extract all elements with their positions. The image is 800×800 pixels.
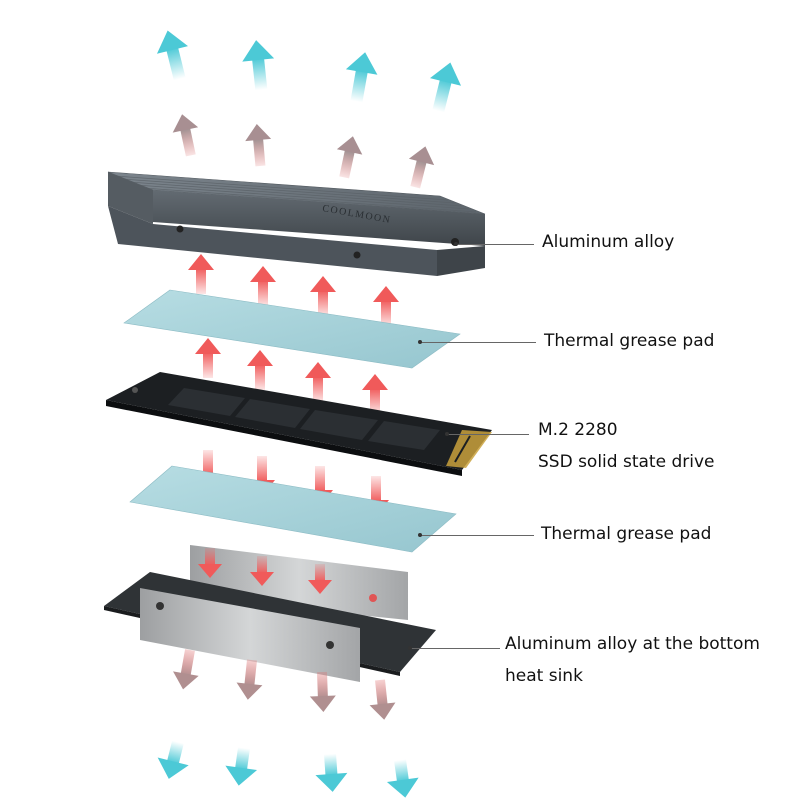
cool-arrow-down-icon [386, 759, 419, 798]
warm-arrows-below [173, 649, 396, 720]
label-thermal-pad-top: Thermal grease pad [544, 331, 715, 351]
cool-arrow-down-icon [157, 740, 189, 779]
cool-arrow-down-icon [225, 747, 258, 786]
hot-arrow-up-icon [310, 276, 336, 316]
leader-thermal-pad-bottom [420, 535, 534, 536]
warm-arrow-down-icon [173, 649, 199, 690]
label-ssd-line1: M.2 2280 [538, 420, 618, 440]
cool-arrow-up-icon [429, 62, 462, 113]
warm-arrow-down-icon [236, 659, 263, 700]
label-bottom-line2: heat sink [505, 666, 583, 686]
warm-arrow-down-icon [309, 671, 336, 712]
hot-arrow-up-icon [373, 286, 399, 326]
bottom-cool-arrows [157, 740, 419, 798]
hot-arrow-down-icon [198, 548, 222, 578]
label-bottom-line1: Aluminum alloy at the bottom [505, 634, 760, 654]
hot-arrow-up-icon [250, 266, 276, 306]
thermal-pad-bottom [129, 465, 457, 553]
top-cool-arrows [156, 30, 462, 113]
warm-arrow-up-icon [245, 124, 272, 167]
cool-arrow-up-icon [345, 52, 378, 103]
leader-dot-aluminum-alloy [454, 242, 458, 246]
hot-arrow-up-icon [188, 254, 214, 294]
aluminum-heatsink [107, 171, 486, 276]
warm-arrows-above-heatsink [172, 114, 435, 189]
cool-arrow-up-icon [156, 30, 189, 81]
leader-aluminum-alloy [456, 244, 534, 245]
hot-arrows-row-1 [188, 254, 399, 326]
leader-dot-thermal-pad-bottom [418, 533, 422, 537]
hot-arrow-down-icon [308, 564, 332, 594]
warm-arrow-up-icon [336, 136, 363, 179]
leader-dot-bottom-heatsink [408, 646, 412, 650]
hot-arrows-row-4 [198, 548, 332, 594]
hot-arrow-down-icon [250, 556, 274, 586]
hot-arrow-up-icon [195, 338, 221, 378]
warm-arrow-up-icon [408, 146, 435, 189]
bottom-heatsink [104, 545, 436, 682]
hot-arrow-up-icon [362, 374, 388, 414]
warm-arrow-up-icon [172, 114, 199, 157]
hot-arrows-row-2 [195, 338, 388, 414]
leader-bottom-heatsink [410, 648, 500, 649]
label-ssd-line2: SSD solid state drive [538, 452, 715, 472]
thermal-pad-top [123, 289, 461, 369]
leader-ssd [447, 434, 529, 435]
hot-arrow-up-icon [247, 350, 273, 390]
warm-arrow-down-icon [369, 679, 396, 720]
cool-arrow-up-icon [242, 40, 275, 91]
label-aluminum-alloy: Aluminum alloy [542, 232, 675, 252]
leader-thermal-pad-top [420, 342, 536, 343]
leader-dot-ssd [445, 432, 449, 436]
leader-dot-thermal-pad-top [418, 340, 422, 344]
cool-arrow-down-icon [315, 753, 348, 792]
label-thermal-pad-bottom: Thermal grease pad [541, 524, 712, 544]
hot-arrow-up-icon [305, 362, 331, 402]
m2-ssd-board [106, 372, 492, 476]
